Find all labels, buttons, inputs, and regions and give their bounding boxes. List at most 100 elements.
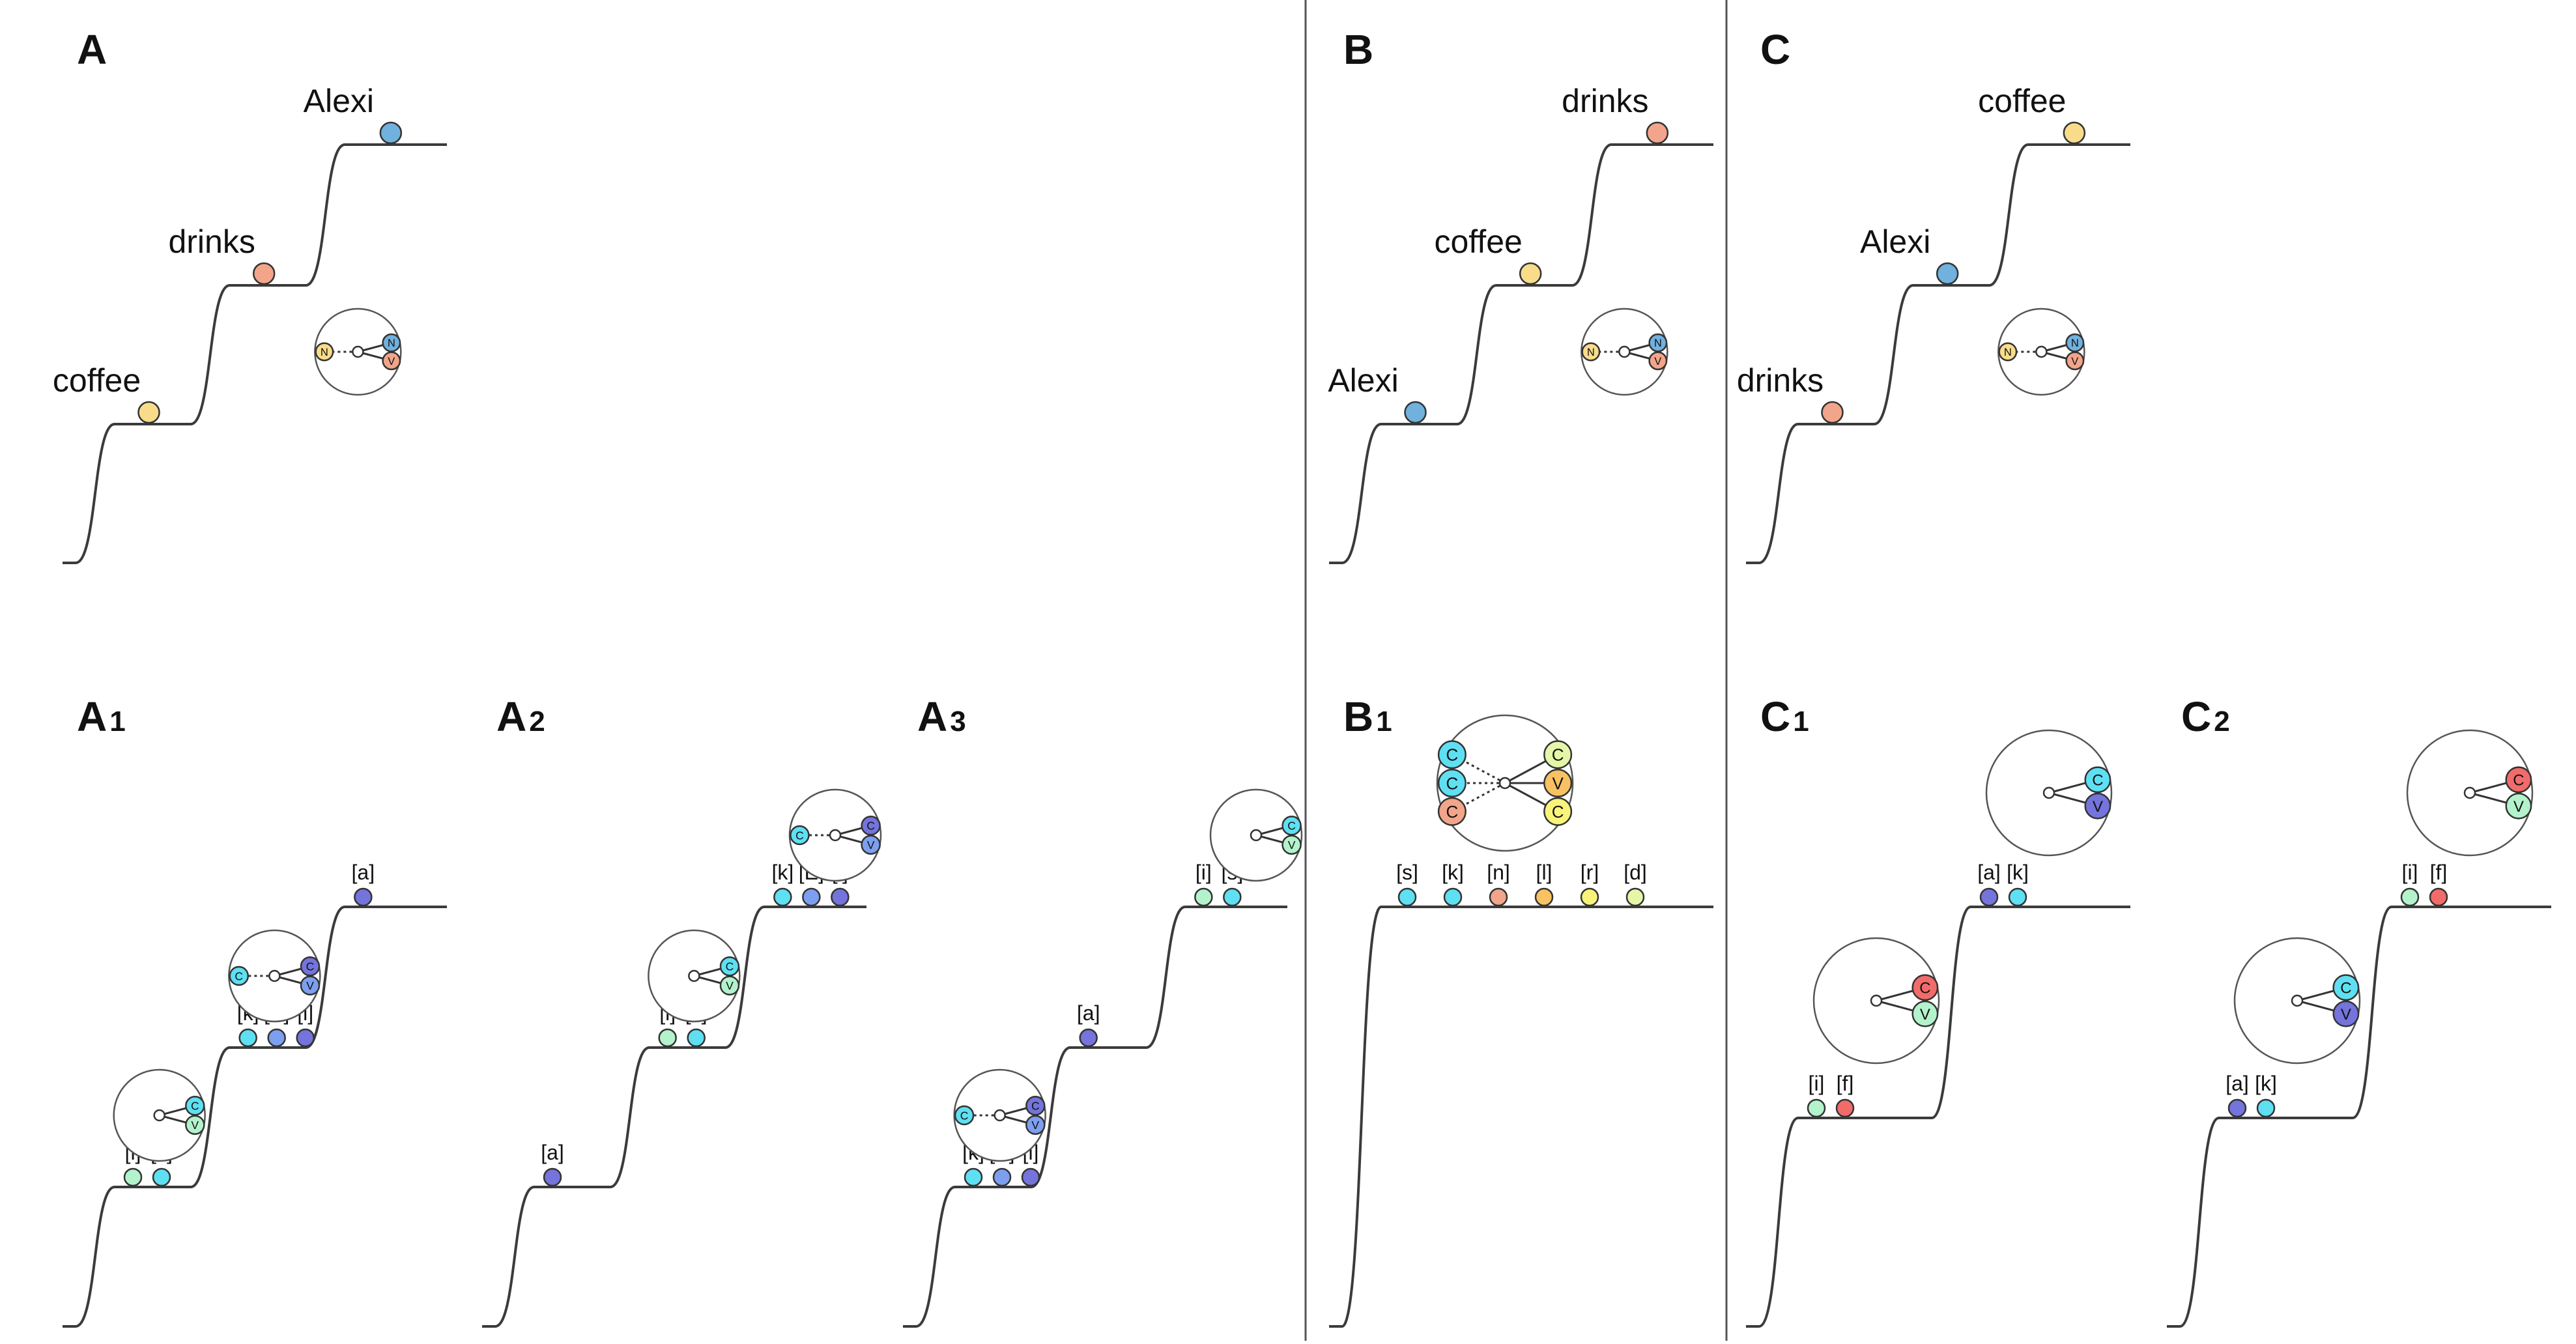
tree-node-label: C	[2513, 771, 2524, 789]
phone-label: [k]	[2255, 1072, 2277, 1095]
tree-hub	[153, 1109, 165, 1122]
tree-node-label: C	[1446, 802, 1458, 822]
word-label-drinks: drinks	[1562, 83, 1648, 119]
syntax-tree: CVC	[228, 929, 321, 1023]
tree-node-label: C	[866, 820, 875, 833]
tree-node-label: V	[726, 979, 734, 992]
panel-label: C1	[1760, 693, 1809, 740]
staircase-line	[2167, 906, 2551, 1328]
marker-yellow	[1519, 262, 1542, 285]
marker-violet	[1979, 887, 1999, 907]
syntax-tree: CVC	[953, 1068, 1046, 1162]
marker-mint	[658, 1028, 677, 1048]
word-label-drinks: drinks	[168, 223, 255, 260]
marker-periwinkle	[992, 1167, 1012, 1187]
marker-yellow	[2063, 121, 2086, 145]
tree-node-label: N	[2004, 347, 2012, 358]
tree-dotted-branch	[1452, 782, 1506, 813]
marker-violet	[543, 1167, 562, 1187]
tree-node-label: V	[2093, 798, 2103, 816]
panel-label: C2	[2181, 693, 2230, 740]
marker-cyan	[773, 887, 792, 907]
staircase-line	[903, 906, 1287, 1328]
tree-hub	[1250, 829, 1263, 842]
marker-blue	[379, 121, 403, 145]
tree-dotted-branch	[1452, 753, 1506, 784]
tree-node	[2505, 766, 2532, 794]
phone-label: [f]	[2430, 861, 2448, 884]
phone-label: [r]	[1581, 861, 1599, 884]
tree-hub	[994, 1109, 1006, 1122]
tree-node	[719, 975, 740, 995]
tree-hub	[2035, 345, 2048, 358]
tree-node-label: C	[2340, 979, 2351, 997]
word-label-coffee: coffee	[53, 362, 141, 399]
tree-node	[2332, 1000, 2360, 1027]
tree-node	[1437, 740, 1467, 769]
tree-hub	[268, 969, 281, 982]
tree-node-label: V	[2513, 798, 2524, 816]
word-label-alexi: Alexi	[1860, 223, 1930, 260]
tree-node-label: V	[867, 838, 875, 851]
phone-label: [f]	[1837, 1072, 1854, 1095]
marker-cyan	[238, 1028, 257, 1048]
panel-label: B	[1343, 26, 1373, 73]
staircase-line	[1329, 906, 1713, 1328]
tree-node-label: C	[1446, 773, 1458, 793]
marker-cyan	[1397, 887, 1417, 907]
tree-node	[1437, 768, 1467, 798]
tree-node	[1437, 797, 1467, 826]
word-label-coffee: coffee	[1435, 223, 1523, 260]
marker-yellow	[137, 401, 160, 424]
marker-cyan	[964, 1167, 983, 1187]
marker-violet	[296, 1028, 315, 1048]
tree-node	[300, 975, 321, 995]
tree-node	[1543, 768, 1573, 798]
tree-node-label: C	[1919, 979, 1930, 997]
tree-node-label: N	[1654, 337, 1662, 349]
marker-red	[2429, 887, 2448, 907]
tree-node	[954, 1105, 975, 1126]
syntax-tree: CV	[1985, 729, 2113, 857]
phone-label: [k]	[2007, 861, 2029, 884]
tree-node	[229, 965, 249, 986]
marker-periwinkle	[802, 887, 821, 907]
tree-hub	[2463, 786, 2476, 799]
tree-hub	[1498, 777, 1511, 790]
tree-node-label: C	[1552, 745, 1564, 765]
tree-node	[1543, 740, 1573, 769]
phone-label: [a]	[1977, 861, 2001, 884]
word-label-drinks: drinks	[1737, 362, 1824, 399]
tree-node	[2505, 792, 2532, 820]
marker-cyan	[1223, 887, 1242, 907]
tree-node	[719, 956, 740, 977]
tree-node	[2084, 766, 2111, 794]
tree-node-label: C	[1552, 802, 1564, 822]
tree-node	[1911, 1000, 1939, 1027]
phone-label: [k]	[771, 861, 794, 884]
tree-node-label: V	[306, 979, 314, 992]
tree-node	[382, 351, 401, 371]
tree-node-label: C	[1446, 745, 1458, 765]
tree-node	[1648, 333, 1668, 352]
marker-red	[1835, 1098, 1855, 1118]
panel-label: A	[77, 26, 107, 73]
tree-hub	[1618, 345, 1631, 358]
tree-node	[2065, 333, 2085, 352]
tree-node-label: V	[2071, 356, 2078, 367]
tree-node	[790, 825, 810, 846]
marker-periwinkle	[267, 1028, 286, 1048]
marker-salmon	[1489, 887, 1508, 907]
staircase-line	[1746, 906, 2130, 1328]
marker-salmon	[252, 262, 276, 285]
tree-node	[861, 816, 881, 836]
